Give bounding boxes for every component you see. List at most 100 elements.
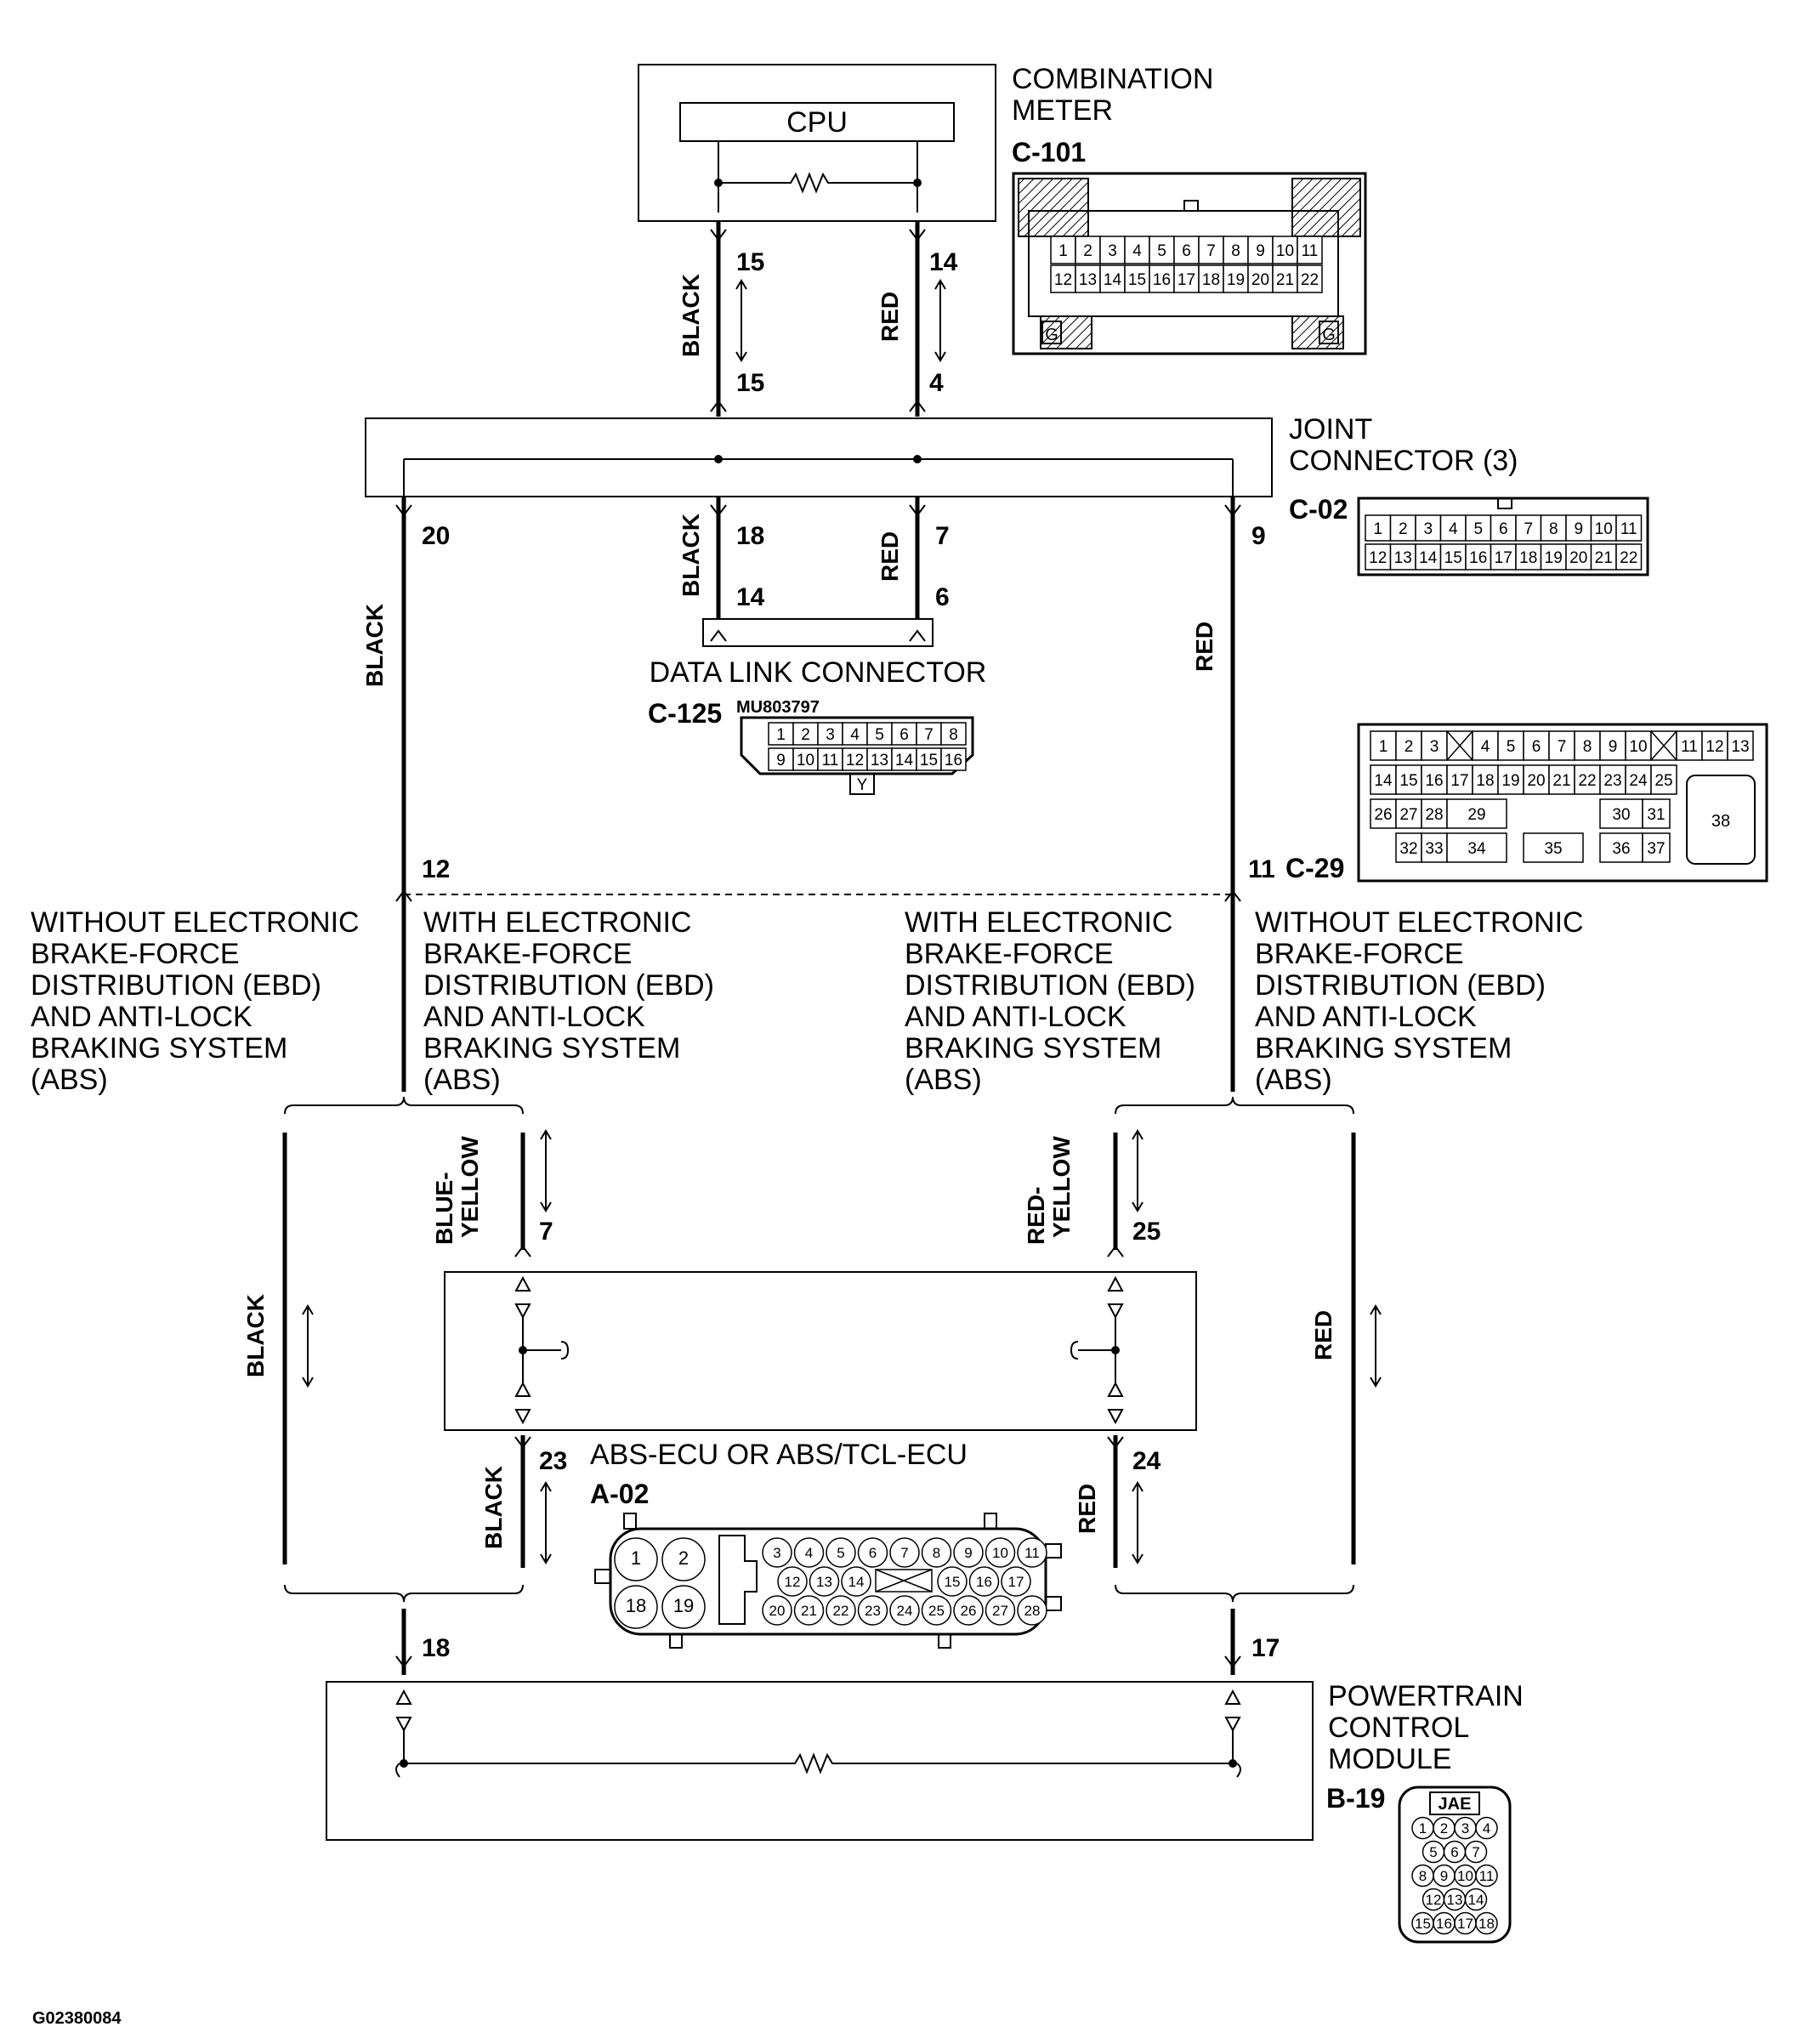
c125-pin-1-box [768, 722, 794, 746]
a02-pin-13: 13 [816, 1574, 832, 1590]
bidirectional-arrow-icon [540, 1129, 552, 1212]
wire-color-red-3: RED [1191, 622, 1217, 672]
a02-pin-24-circle [889, 1595, 920, 1626]
pin-joint-top-right: 4 [929, 369, 944, 397]
pin-pcm-right: 17 [1251, 1634, 1280, 1662]
c02-pin-3: 3 [1423, 520, 1433, 538]
c29-pin-13-box [1727, 730, 1754, 761]
c125-pin-5: 5 [875, 726, 884, 744]
c02-pin-5: 5 [1473, 520, 1483, 538]
a02-pin-12-circle [777, 1566, 808, 1597]
c02-pin-13: 13 [1394, 549, 1412, 567]
a02-pin-3-circle [762, 1537, 792, 1568]
b19-pin-9: 9 [1440, 1868, 1448, 1884]
c101-pin-4-box [1124, 236, 1150, 264]
c29-pin-26-box [1370, 798, 1397, 829]
wire-color-black-1: BLACK [678, 274, 704, 357]
c02-pin-10: 10 [1595, 520, 1613, 538]
c29-pin-37-box [1642, 832, 1671, 863]
c29-pin-38: 38 [1711, 812, 1730, 831]
pin-abs-top-left: 7 [539, 1218, 553, 1246]
c29-pin-31: 31 [1647, 806, 1665, 824]
b19-pin-12: 12 [1426, 1892, 1442, 1908]
a02-pin-1-circle [614, 1537, 658, 1581]
c02-pin-22-box [1615, 543, 1643, 571]
pcm-box [326, 1681, 1314, 1841]
c125-pin-3-box [817, 722, 843, 746]
blocked-cavity-icon [875, 1569, 933, 1593]
c125-part-number: MU803797 [736, 698, 820, 717]
c125-pin-4-box [842, 722, 868, 746]
a02-pin-6-circle [857, 1537, 888, 1568]
a02-pin-7-circle [889, 1537, 920, 1568]
c29-pin-21: 21 [1552, 772, 1570, 790]
dlc-box [702, 618, 934, 647]
a02-pin-25-circle [921, 1595, 952, 1626]
a02-pin-21-circle [793, 1595, 825, 1626]
c02-pin-17: 17 [1495, 549, 1512, 567]
a02-pin-19: 19 [673, 1595, 694, 1616]
b19-pin-7: 7 [1472, 1844, 1479, 1860]
a02-pin-19-circle [661, 1585, 706, 1629]
c29-pin-9: 9 [1609, 738, 1618, 756]
a02-pin-3: 3 [773, 1545, 780, 1561]
c125-pin-8: 8 [949, 726, 958, 744]
a02-pin-11-circle [1017, 1537, 1047, 1568]
c101-pin-18: 18 [1202, 271, 1220, 289]
c125-pin-11: 11 [822, 752, 839, 769]
pin-abs-top-right: 25 [1132, 1218, 1161, 1246]
a02-pin-18: 18 [626, 1595, 646, 1616]
a02-pin-5: 5 [837, 1545, 844, 1561]
c125-pin-6: 6 [900, 726, 909, 744]
a02-pin-17: 17 [1008, 1574, 1024, 1590]
a02-pin-8: 8 [933, 1545, 940, 1561]
c29-pin-18-box [1472, 764, 1499, 795]
b19-pin-4-circle [1475, 1816, 1498, 1840]
b19-pin-14: 14 [1468, 1892, 1484, 1908]
abs-ecu: ABS-ECU OR ABS/TCL-ECU A-02 [444, 1271, 1197, 1509]
a02-pin-23: 23 [865, 1603, 881, 1619]
c101-pin-5: 5 [1157, 242, 1166, 260]
c29-pin-32: 32 [1399, 840, 1417, 858]
b19-pin-6: 6 [1450, 1844, 1458, 1860]
c29-pin-12-box [1701, 730, 1728, 761]
c101-pin-11-box [1297, 236, 1323, 264]
wire-color-red-yellow: RED-YELLOW [1023, 1136, 1075, 1245]
c29-pin-2: 2 [1405, 738, 1414, 756]
c29-pin-3-box [1421, 730, 1448, 761]
c125-pin-14-box [891, 747, 917, 771]
c101-pin-13: 13 [1079, 271, 1097, 289]
a02-pin-2-circle [661, 1537, 706, 1581]
c125-pin-13-box [866, 747, 893, 771]
a02-pin-9: 9 [964, 1545, 972, 1561]
c02-pin-15: 15 [1444, 549, 1462, 567]
a02-pin-8-circle [921, 1537, 952, 1568]
a02-pin-4: 4 [805, 1545, 813, 1561]
a02-pin-20-circle [762, 1595, 792, 1626]
resistor-icon [718, 172, 917, 194]
b19-pin-4: 4 [1483, 1820, 1490, 1837]
c29-pin-11-box [1676, 730, 1703, 761]
wire-color-black-4: BLACK [242, 1294, 269, 1377]
blocked-cavity-icon [1446, 730, 1473, 761]
pin-joint-far-right: 9 [1251, 522, 1266, 550]
a02-pin-16-circle [968, 1566, 1000, 1597]
variant-braces [284, 1096, 1354, 1603]
c02-pin-8-box [1540, 514, 1567, 542]
wire-color-black-3: BLACK [361, 604, 388, 687]
cpu-label: CPU [786, 106, 848, 139]
b19-pin-7-circle [1464, 1840, 1488, 1864]
c125-pin-13: 13 [871, 752, 888, 769]
b19-pin-3: 3 [1461, 1820, 1469, 1837]
a02-pin-2: 2 [678, 1547, 689, 1569]
a02-pin-9-circle [953, 1537, 984, 1568]
wires-meter-to-joint: 15 14 15 4 BLACK RED [678, 221, 958, 417]
c29-pin-36-box [1599, 832, 1643, 863]
c125-pin-12: 12 [846, 752, 864, 769]
c02-pin-5-box [1465, 514, 1492, 542]
c125-ref: C-125 [648, 698, 722, 729]
